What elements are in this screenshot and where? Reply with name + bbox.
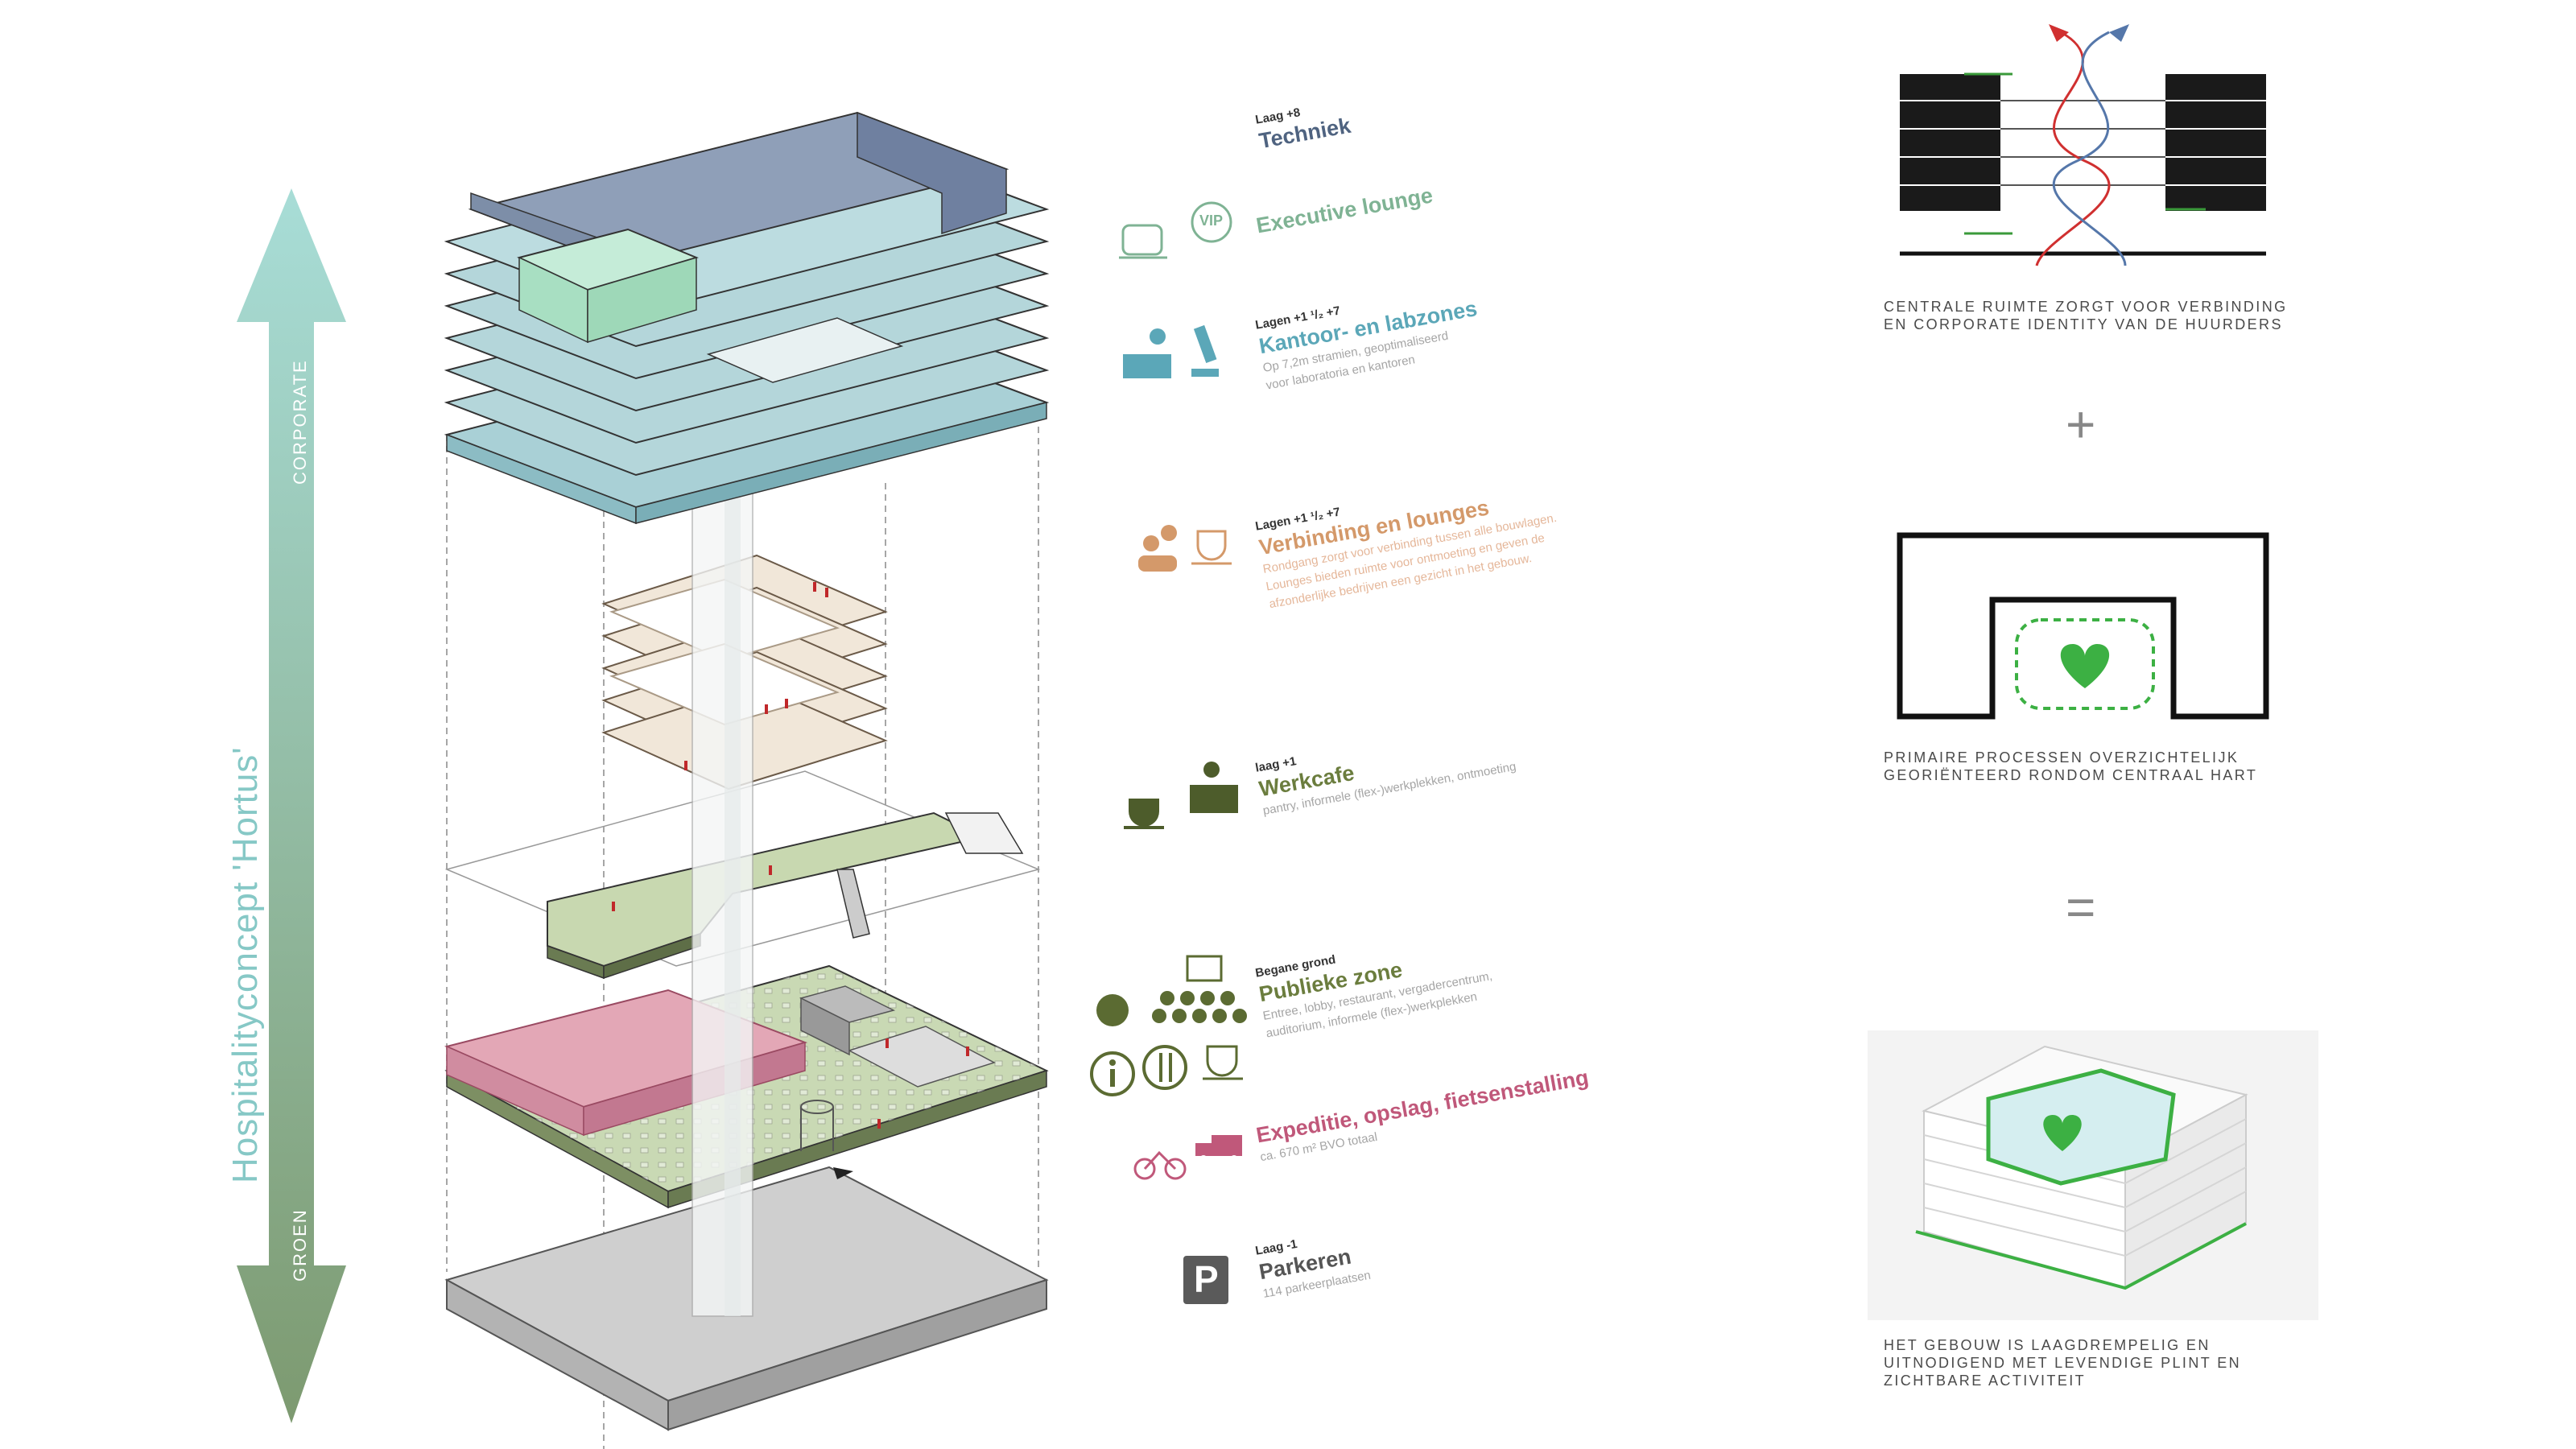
werkcafe-floor	[547, 811, 1024, 980]
vip-icon	[1191, 201, 1232, 243]
audience-icon	[1152, 955, 1247, 1023]
corporate-groen-arrow	[237, 188, 346, 1423]
desk-worker-icon	[1123, 328, 1171, 378]
parking-icon-letter: P	[1194, 1258, 1219, 1300]
coffee-cup-icon	[1191, 530, 1232, 565]
parking-icon	[1183, 1256, 1228, 1304]
fork-knife-icon	[1142, 1045, 1187, 1090]
caption-verbinding: CENTRALE RUIMTE ZORGT VOOR VERBINDING EN…	[1884, 299, 2288, 332]
people-markers	[612, 582, 969, 1129]
globe-icon	[1096, 994, 1129, 1026]
coffee-cup-icon	[1124, 799, 1164, 829]
coffee-cup-icon	[1203, 1045, 1243, 1080]
axis-top-label: CORPORATE	[290, 359, 310, 485]
equals-symbol: =	[2066, 878, 2096, 936]
axis-bottom-label: GROEN	[290, 1208, 310, 1282]
vip-text: VIP	[1199, 213, 1224, 229]
spiral-diagram	[1900, 24, 2266, 266]
plus-symbol: +	[2066, 395, 2096, 453]
people-exchange-icon	[1138, 525, 1177, 572]
heart-icon	[2043, 1115, 2082, 1151]
heart-icon	[2060, 644, 2110, 688]
caption-plint: HET GEBOUW IS LAAGDREMPELIG EN UITNODIGE…	[1884, 1337, 2241, 1389]
building-perspective	[1868, 1030, 2318, 1320]
microscope-icon	[1191, 324, 1219, 377]
bicycle-icon	[1133, 1150, 1187, 1180]
armchair-icon	[1119, 224, 1167, 259]
axis-title: Hospitalityconcept 'Hortus'	[225, 746, 265, 1183]
truck-icon	[1195, 1135, 1242, 1163]
heart-plan-diagram	[1897, 532, 2269, 720]
caption-hart: PRIMAIRE PROCESSEN OVERZICHTELIJK GEORIË…	[1884, 749, 2258, 783]
info-icon	[1090, 1051, 1135, 1096]
executive-lounge-block	[517, 228, 700, 344]
person-laptop-icon	[1190, 762, 1238, 813]
